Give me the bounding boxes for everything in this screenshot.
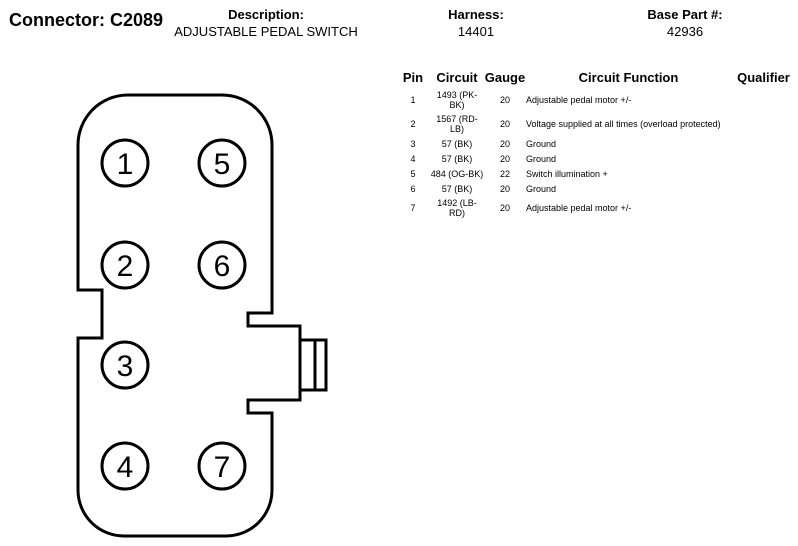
table-row: 5 484 (OG-BK) 22 Switch illumination + <box>396 166 796 181</box>
base-part-value: 42936 <box>666 24 704 39</box>
cell-gauge: 20 <box>499 203 510 213</box>
cell-pin: 5 <box>410 168 416 179</box>
column-header-qualifier: Qualifier <box>737 70 790 85</box>
cell-function: Adjustable pedal motor +/- <box>526 95 632 105</box>
cell-pin: 6 <box>410 183 416 194</box>
cell-circuit: 484 (OG-BK) <box>430 168 484 179</box>
cell-qualifier <box>731 88 796 112</box>
cell-circuit: 1493 (PK-BK) <box>436 90 478 110</box>
harness-label: Harness: <box>448 7 504 22</box>
pin-circle <box>197 441 247 491</box>
cell-pin: 1 <box>410 95 416 105</box>
cell-qualifier <box>731 151 796 166</box>
pin-cavity-6: 6 <box>197 240 247 290</box>
cell-pin: 4 <box>410 153 416 164</box>
cell-circuit: 57 (BK) <box>441 183 473 194</box>
connector-face-diagram: 1 2 3 4 5 6 7 <box>76 93 328 538</box>
pin-circle <box>197 240 247 290</box>
table-row: 3 57 (BK) 20 Ground <box>396 136 796 151</box>
base-part-label: Base Part #: <box>647 7 723 22</box>
pin-cavity-5: 5 <box>197 138 247 188</box>
cell-gauge: 20 <box>499 119 510 129</box>
table-row: 6 57 (BK) 20 Ground <box>396 181 796 196</box>
pin-circle <box>100 441 150 491</box>
cell-gauge: 20 <box>499 153 510 164</box>
description-label: Description: <box>228 7 304 22</box>
column-header-pin: Pin <box>402 70 424 85</box>
cell-circuit: 1492 (LB-RD) <box>437 198 477 218</box>
pin-circle <box>100 138 150 188</box>
cell-pin: 7 <box>410 203 416 213</box>
column-header-circuit: Circuit <box>436 70 478 85</box>
pin-cavity-7: 7 <box>197 441 247 491</box>
table-row: 2 1567 (RD-LB) 20 Voltage supplied at al… <box>396 112 796 136</box>
pin-number-label: 5 <box>214 148 231 181</box>
column-header-circuit-function: Circuit Function <box>578 70 679 85</box>
cell-gauge: 20 <box>499 183 510 194</box>
column-header-gauge: Gauge <box>484 70 526 85</box>
cell-qualifier <box>731 136 796 151</box>
pin-number-label: 2 <box>117 250 134 283</box>
table-header-row: Pin Circuit Gauge Circuit Function Quali… <box>396 70 796 88</box>
cell-function: Ground <box>526 153 557 164</box>
pin-circle <box>100 340 150 390</box>
connector-outline <box>76 93 302 538</box>
cell-function: Voltage supplied at all times (overload … <box>526 119 721 129</box>
locking-tab <box>298 338 328 392</box>
cell-pin: 3 <box>410 138 416 149</box>
pin-cavity-3: 3 <box>100 340 150 390</box>
table-row: 4 57 (BK) 20 Ground <box>396 151 796 166</box>
pin-table: Pin Circuit Gauge Circuit Function Quali… <box>396 70 796 220</box>
pin-cavity-4: 4 <box>100 441 150 491</box>
cell-qualifier <box>731 196 796 220</box>
cell-gauge: 22 <box>499 168 510 179</box>
pin-circle <box>100 240 150 290</box>
cell-function: Ground <box>526 138 557 149</box>
pin-number-label: 7 <box>214 451 231 484</box>
pin-number-label: 6 <box>214 250 231 283</box>
connector-title: Connector: C2089 <box>9 10 164 30</box>
cell-qualifier <box>731 181 796 196</box>
table-row: 1 1493 (PK-BK) 20 Adjustable pedal motor… <box>396 88 796 112</box>
pin-cavity-2: 2 <box>100 240 150 290</box>
cell-circuit: 57 (BK) <box>441 138 473 149</box>
cell-function: Ground <box>526 183 557 194</box>
cell-gauge: 20 <box>499 138 510 149</box>
cell-circuit: 1567 (RD-LB) <box>436 114 478 134</box>
harness-value: 14401 <box>457 24 495 39</box>
cell-function: Switch illumination + <box>526 168 608 179</box>
pin-number-label: 3 <box>117 350 134 383</box>
pin-number-label: 4 <box>117 451 134 484</box>
cell-pin: 2 <box>410 119 416 129</box>
cell-gauge: 20 <box>499 95 510 105</box>
pin-number-label: 1 <box>117 148 134 181</box>
cell-qualifier <box>731 112 796 136</box>
cell-circuit: 57 (BK) <box>441 153 473 164</box>
pin-cavity-1: 1 <box>100 138 150 188</box>
description-value: ADJUSTABLE PEDAL SWITCH <box>174 24 358 39</box>
cell-qualifier <box>731 166 796 181</box>
pin-circle <box>197 138 247 188</box>
cell-function: Adjustable pedal motor +/- <box>526 203 632 213</box>
table-row: 7 1492 (LB-RD) 20 Adjustable pedal motor… <box>396 196 796 220</box>
